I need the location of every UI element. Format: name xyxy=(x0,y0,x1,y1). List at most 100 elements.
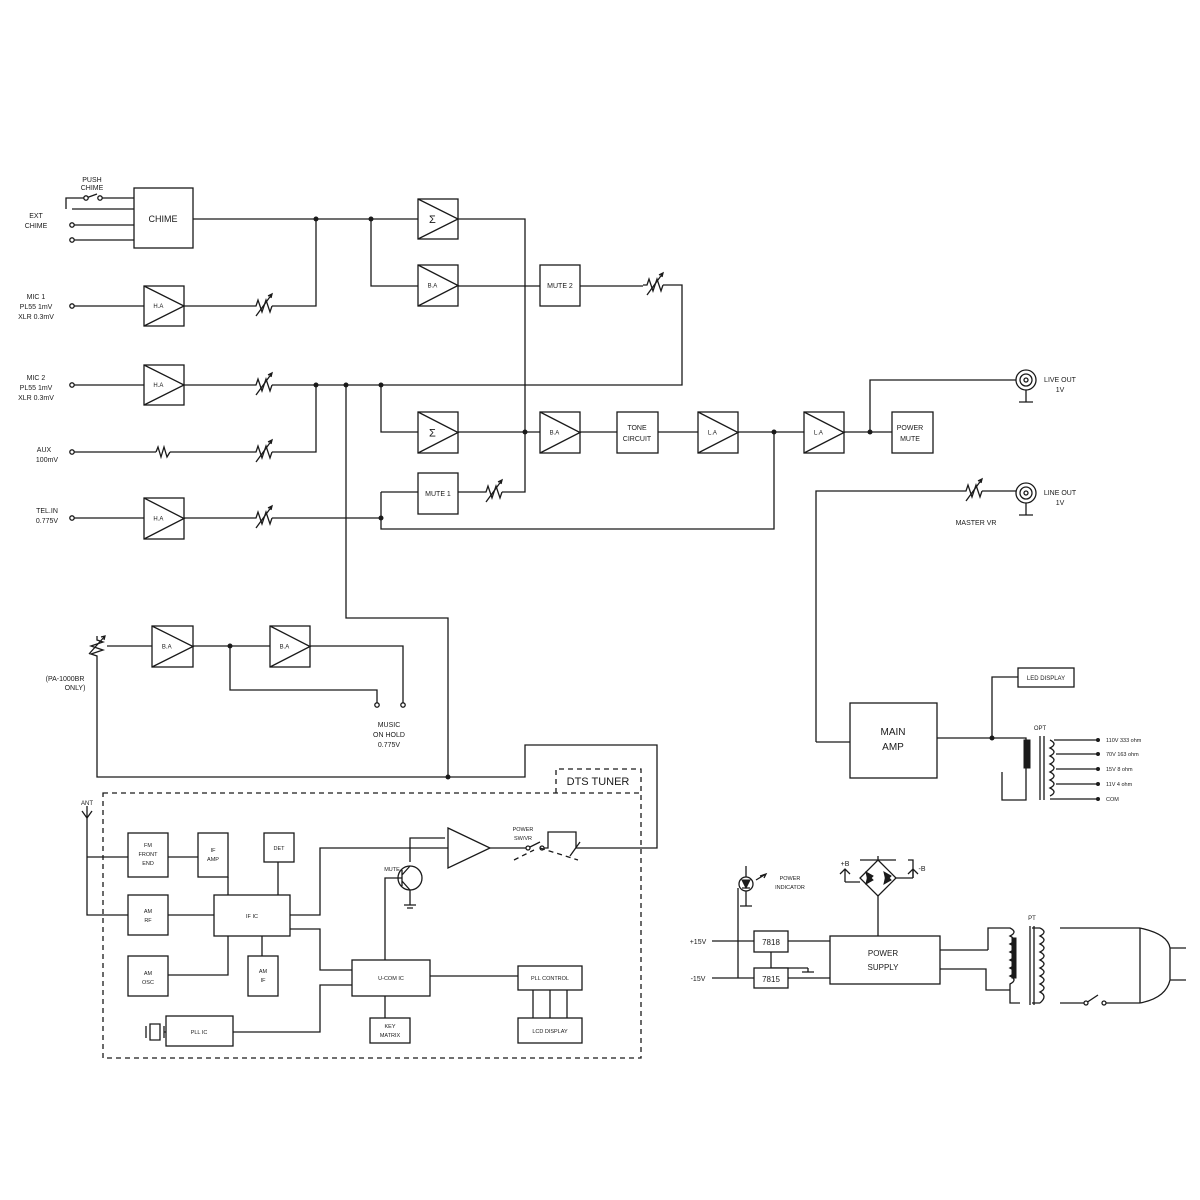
head-amp-mic1-box xyxy=(143,285,185,327)
reg-7815-block xyxy=(753,967,789,989)
sum-amp-1-triangle xyxy=(417,198,460,240)
aux-label-1: AUX xyxy=(37,447,52,454)
key-matrix-block xyxy=(369,1017,411,1044)
line-amp-1: L.A xyxy=(697,411,740,454)
ant-label: ANT xyxy=(81,801,93,807)
opt-label: OPT xyxy=(1034,726,1047,732)
mic2-label-2: PL55 1mV xyxy=(20,385,53,392)
music-on-hold-1: MUSIC xyxy=(378,722,401,729)
live-out-label-2: 1V xyxy=(1056,387,1065,394)
tap-15v: 15V 8 ohm xyxy=(1106,767,1133,773)
tap-70v: 70V 163 ohm xyxy=(1106,752,1139,758)
line-out-label-1: LINE OUT xyxy=(1044,490,1077,497)
pll-control-block xyxy=(517,965,583,991)
buffer-amp-2-box xyxy=(539,411,581,454)
head-amp-mic1-label: H.A xyxy=(153,304,163,310)
reg-7818-label: 7818 xyxy=(762,938,780,947)
antenna-icon xyxy=(81,806,93,820)
minus15-label: -15V xyxy=(691,976,706,983)
buffer-amp-1: B.A xyxy=(417,264,460,307)
tap-com: COM xyxy=(1106,797,1119,803)
am-if-1: AM xyxy=(259,969,268,975)
key-matrix-2: MATRIX xyxy=(380,1033,401,1039)
head-amp-tel-triangle xyxy=(143,497,186,540)
mic2-label-3: XLR 0.3mV xyxy=(18,395,54,402)
det-block xyxy=(263,832,295,863)
mute-label: MUTE xyxy=(384,867,400,873)
buffer-amp-moh-1-box xyxy=(151,625,194,668)
led-display-label: LED DISPLAY xyxy=(1027,676,1065,682)
power-supply-label-2: SUPPLY xyxy=(868,963,900,972)
schematic-symbols xyxy=(69,195,1186,1041)
power-supply-block xyxy=(829,935,941,985)
tap-11v: 11V 4 ohm xyxy=(1106,782,1133,788)
mute1-block xyxy=(417,472,459,515)
mute2-label: MUTE 2 xyxy=(547,283,573,290)
function-blocks xyxy=(102,187,1075,1059)
power-supply-label-1: POWER xyxy=(868,949,898,958)
resistor-icon xyxy=(155,444,171,460)
main-amp-label-1: MAIN xyxy=(881,727,906,738)
ucom-ic-label: U-COM IC xyxy=(378,976,404,982)
power-indicator-icon xyxy=(738,866,768,907)
head-amp-tel-box xyxy=(143,497,185,540)
tuner-audio-amp-triangle xyxy=(447,826,492,870)
buffer-amp-moh-2-triangle xyxy=(269,625,312,668)
ext-chime-label-2: CHIME xyxy=(25,223,48,230)
det-label: DET xyxy=(274,846,286,852)
main-amp-block xyxy=(849,702,938,779)
am-rf-block xyxy=(127,894,169,936)
head-amp-mic2-label: H.A xyxy=(153,383,163,389)
input-terminals xyxy=(69,195,406,708)
variable-resistor-icon xyxy=(88,271,983,660)
lcd-display-label: LCD DISPLAY xyxy=(532,1029,568,1035)
pll-ic-block xyxy=(165,1015,234,1047)
fm-front-end-1: FM xyxy=(144,843,152,849)
mic1-label-1: MIC 1 xyxy=(27,294,46,301)
live-out-label-1: LIVE OUT xyxy=(1044,377,1077,384)
head-amp-tel-label: H.A xyxy=(153,517,163,523)
pll-control-label: PLL CONTROL xyxy=(531,976,569,982)
sum-amp-2-triangle xyxy=(417,411,460,454)
if-amp-2: AMP xyxy=(207,857,219,863)
sum-amp-1-box xyxy=(417,198,459,240)
power-sw-vr-2: SW/VR xyxy=(514,836,532,842)
buffer-amp-2-triangle xyxy=(539,411,582,454)
plus15-label: +15V xyxy=(690,939,707,946)
line-amp-2: L.A xyxy=(803,411,846,454)
sum-amp-1: Σ xyxy=(417,198,460,240)
junction-dots xyxy=(227,216,995,944)
head-amp-mic2: H.A xyxy=(143,364,186,406)
pt-label: PT xyxy=(1028,916,1036,922)
buffer-amp-2-label: B.A xyxy=(550,431,560,437)
tel-in-label-2: 0.775V xyxy=(36,518,59,525)
buffer-amp-moh-1-triangle xyxy=(151,625,195,668)
chime-label: CHIME xyxy=(149,214,178,224)
output-jack-icon xyxy=(1015,369,1037,516)
head-amp-mic2-box xyxy=(143,364,185,406)
head-amp-mic1-triangle xyxy=(143,285,186,327)
master-vr-label: MASTER VR xyxy=(956,520,997,527)
buffer-amp-1-label: B.A xyxy=(428,284,438,290)
buffer-amp-1-triangle xyxy=(417,264,460,307)
line-amp-2-label: L.A xyxy=(814,431,823,437)
dts-tuner-tab xyxy=(555,768,642,793)
am-osc-block xyxy=(127,955,169,997)
buffer-amp-1-box xyxy=(417,264,459,307)
push-chime-label-1: PUSH xyxy=(82,177,101,184)
pll-ic-label: PLL IC xyxy=(191,1030,208,1036)
sum-amp-2-box xyxy=(417,411,459,454)
line-amp-2-triangle xyxy=(803,411,846,454)
buffer-amp-moh-1-label: B.A xyxy=(162,645,172,651)
music-on-hold-3: 0.775V xyxy=(378,742,401,749)
power-sw-vr-1: POWER xyxy=(513,827,534,833)
labels: PUSH CHIME EXT CHIME MIC 1 PL55 1mV XLR … xyxy=(18,177,1142,1039)
key-matrix-1: KEY xyxy=(384,1024,395,1030)
mute1-label: MUTE 1 xyxy=(425,491,451,498)
power-mute-label-2: MUTE xyxy=(900,436,920,443)
mic1-label-3: XLR 0.3mV xyxy=(18,314,54,321)
tel-in-label-1: TEL.IN xyxy=(36,508,58,515)
ucom-ic-block xyxy=(351,959,431,997)
crystal-icon xyxy=(145,1023,174,1041)
